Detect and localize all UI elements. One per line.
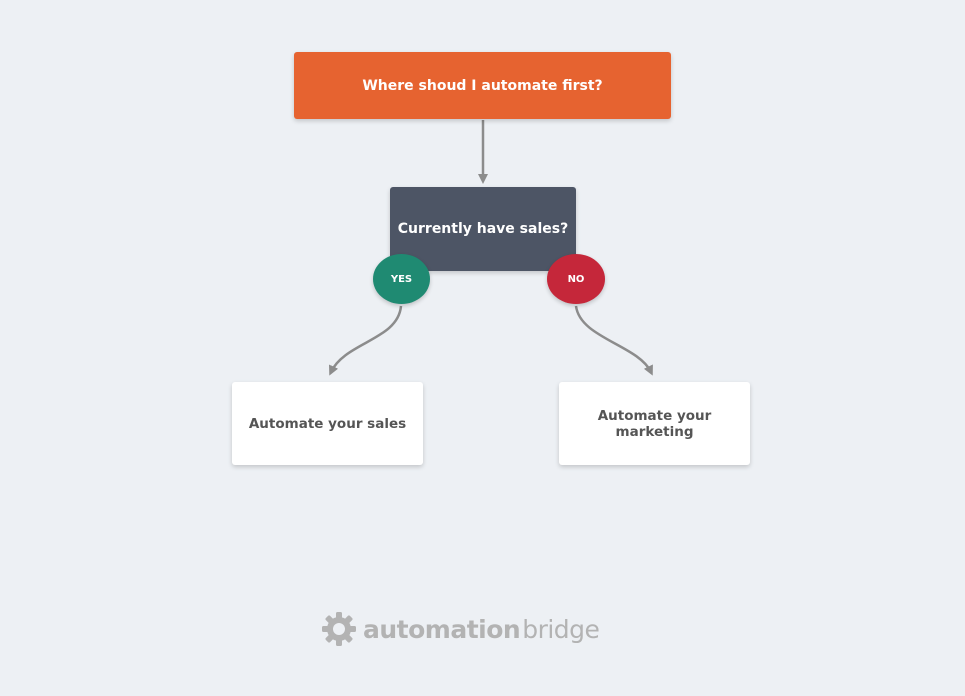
no-outcome-node: Automate your marketing — [559, 382, 750, 465]
brand-logo: automation bridge — [321, 611, 600, 647]
gear-icon — [322, 612, 356, 646]
logo-word-automation: automation — [363, 614, 521, 644]
yes-outcome-node: Automate your sales — [232, 382, 423, 465]
arrow-no-to-marketing — [574, 305, 653, 376]
yes-branch-badge: YES — [373, 254, 430, 304]
decision-node: Currently have sales? — [390, 187, 576, 271]
no-branch-badge: NO — [547, 254, 605, 304]
start-node: Where shoud I automate first? — [294, 52, 671, 119]
arrow-yes-to-sales — [329, 305, 403, 376]
yes-outcome-label: Automate your sales — [248, 415, 407, 432]
no-label: NO — [567, 273, 585, 285]
decision-label: Currently have sales? — [397, 221, 569, 237]
logo-word-bridge: bridge — [522, 614, 600, 644]
no-outcome-label: Automate your marketing — [597, 407, 712, 440]
start-label: Where shoud I automate first? — [362, 77, 603, 94]
yes-label: YES — [390, 273, 413, 285]
